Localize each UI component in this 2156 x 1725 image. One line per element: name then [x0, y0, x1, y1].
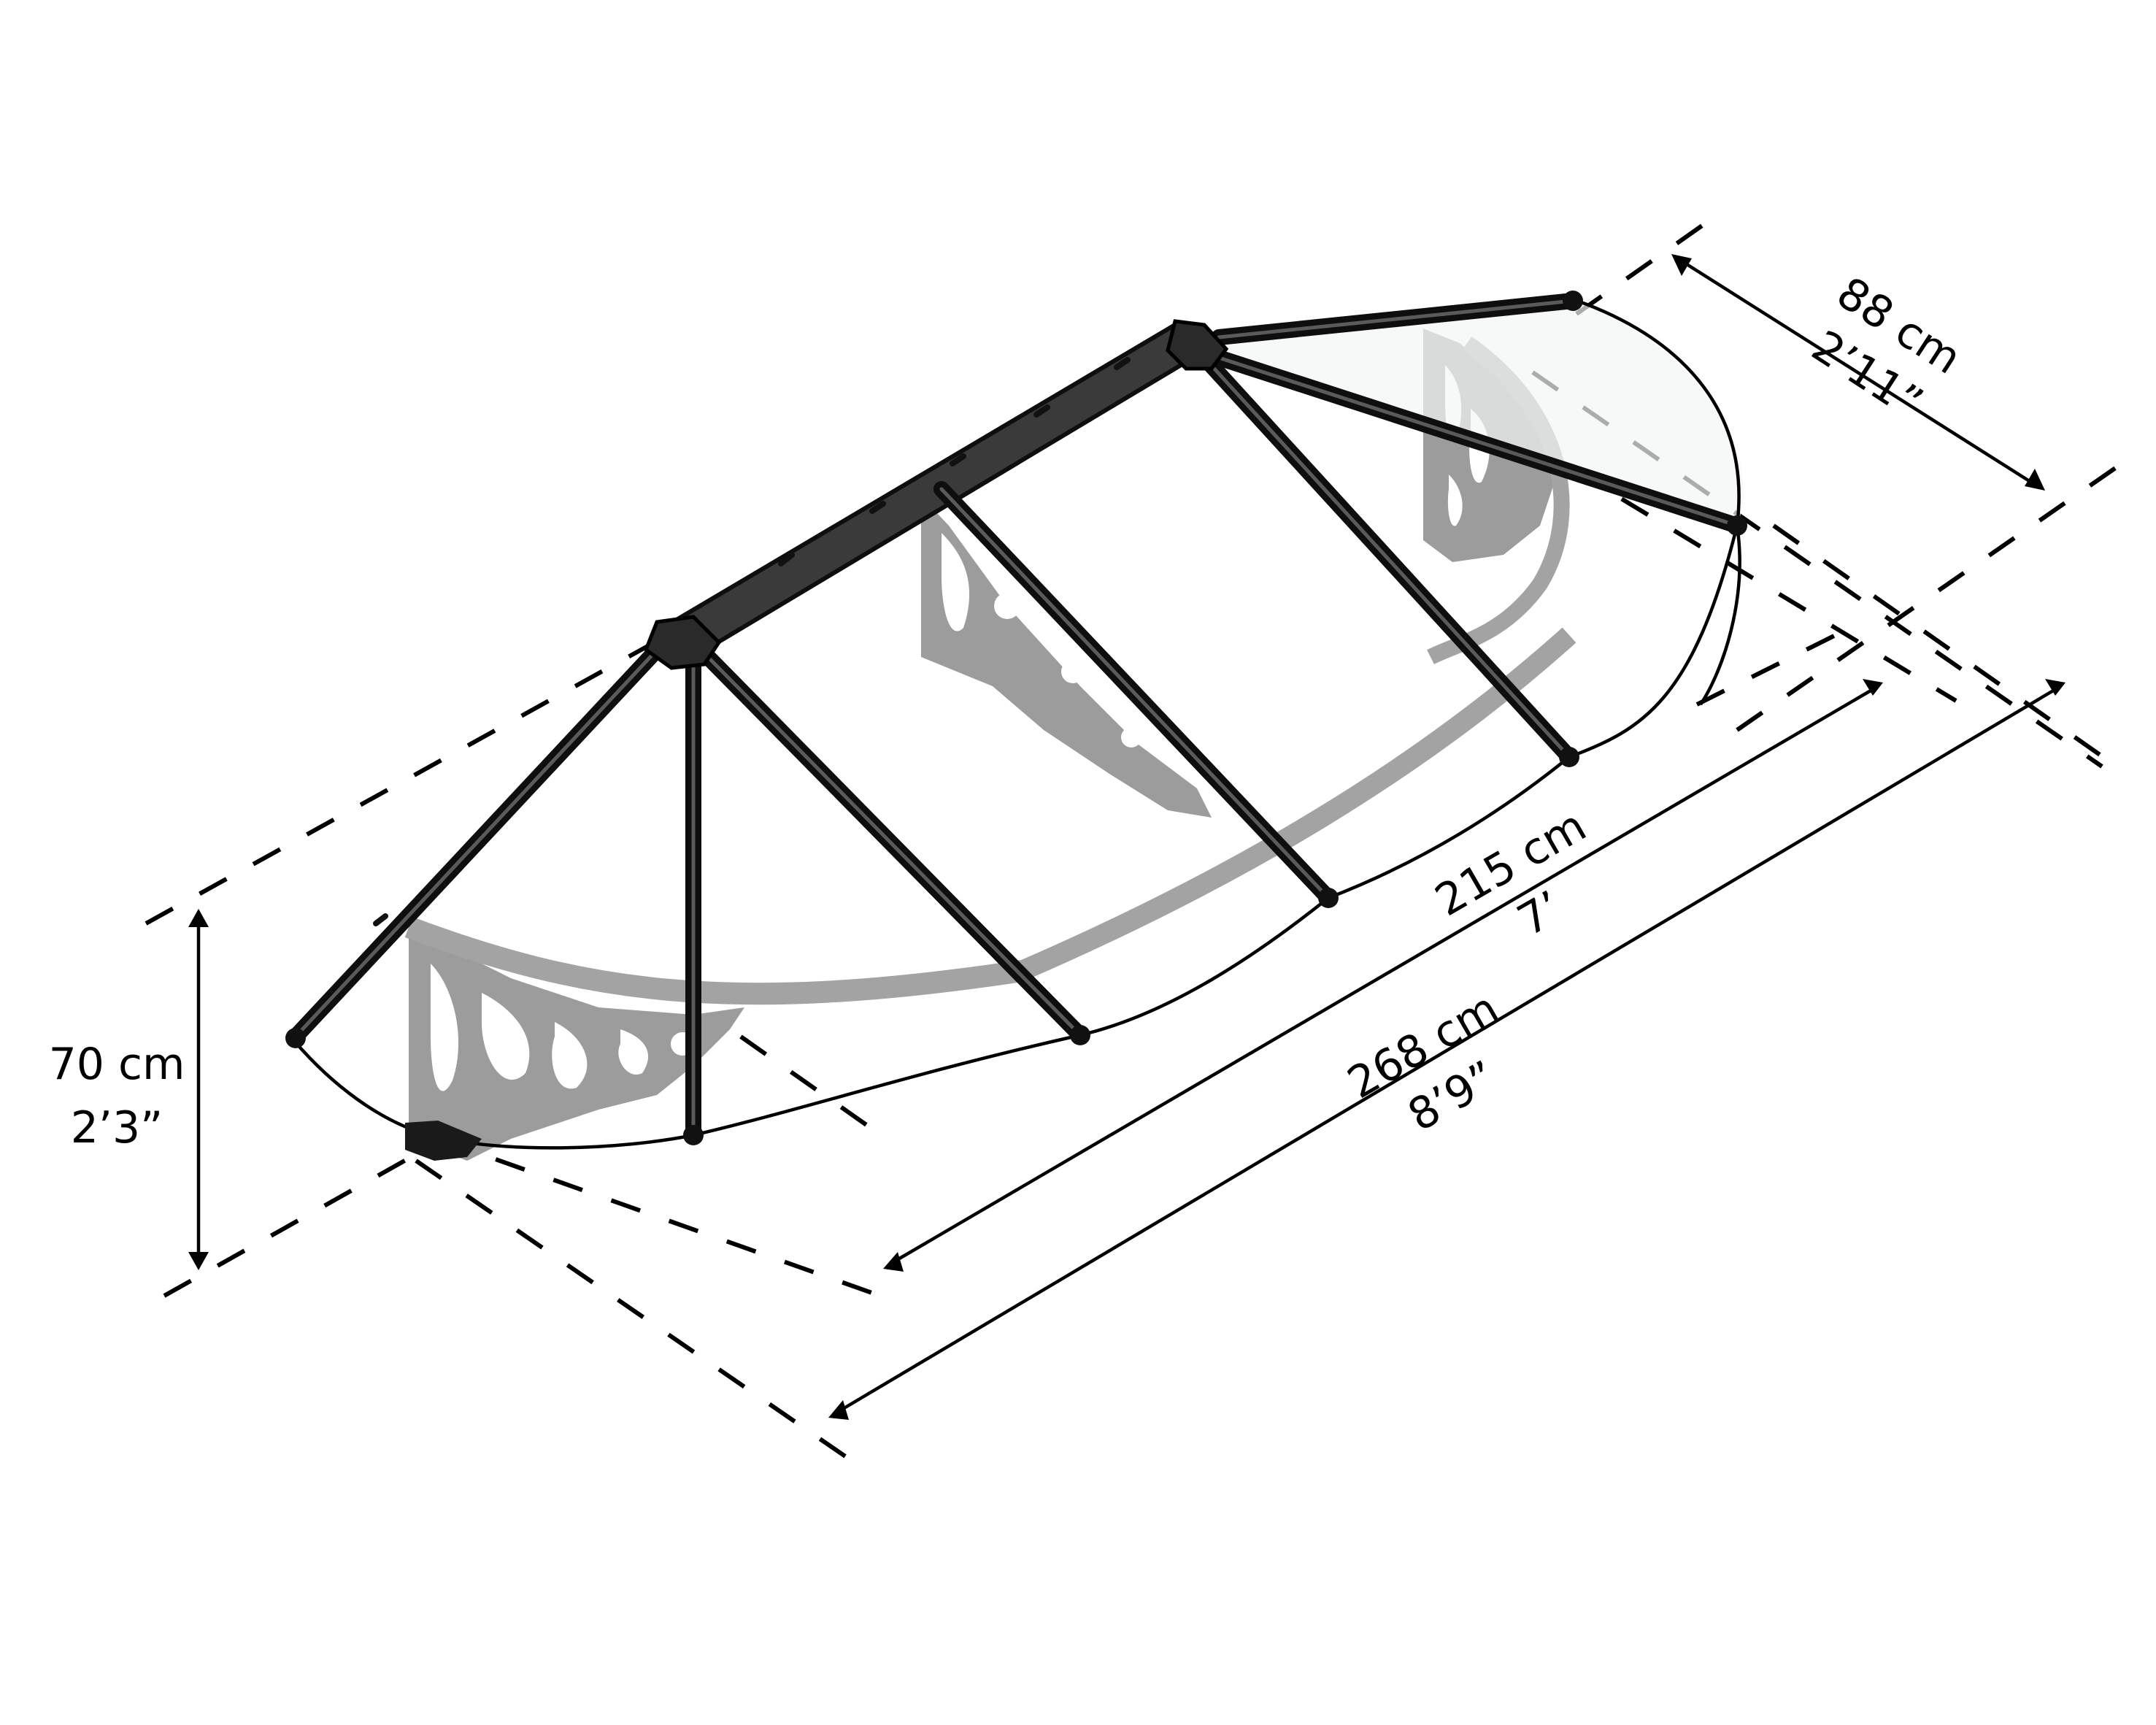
hub-right: [1166, 319, 1229, 371]
hub-left: [643, 615, 722, 670]
inner-length-metric-label: 215 cm: [1427, 800, 1595, 926]
arrowhead-icon: [883, 1252, 904, 1272]
canopy-frame: [285, 291, 1747, 1161]
arrowhead-icon: [2045, 679, 2065, 696]
arrowhead-icon: [828, 1400, 849, 1420]
height-metric-label: 70 cm: [49, 1039, 185, 1090]
arrowhead-up-icon: [188, 909, 209, 927]
arrowhead-icon: [2025, 469, 2045, 491]
arrowhead-icon: [1863, 679, 1883, 696]
wall-bracket-left: [404, 916, 1024, 1161]
extension-lines: [145, 217, 2118, 1469]
dimension-height: 70 cm 2’3”: [49, 909, 209, 1270]
arrowhead-down-icon: [188, 1252, 209, 1270]
arrowhead-icon: [1671, 254, 1692, 276]
foot-bracket: [405, 1121, 482, 1161]
inner-length-imperial-label: 7’: [1509, 881, 1571, 946]
height-imperial-label: 2’3”: [71, 1102, 163, 1153]
canopy-glazing: [1204, 297, 1744, 706]
